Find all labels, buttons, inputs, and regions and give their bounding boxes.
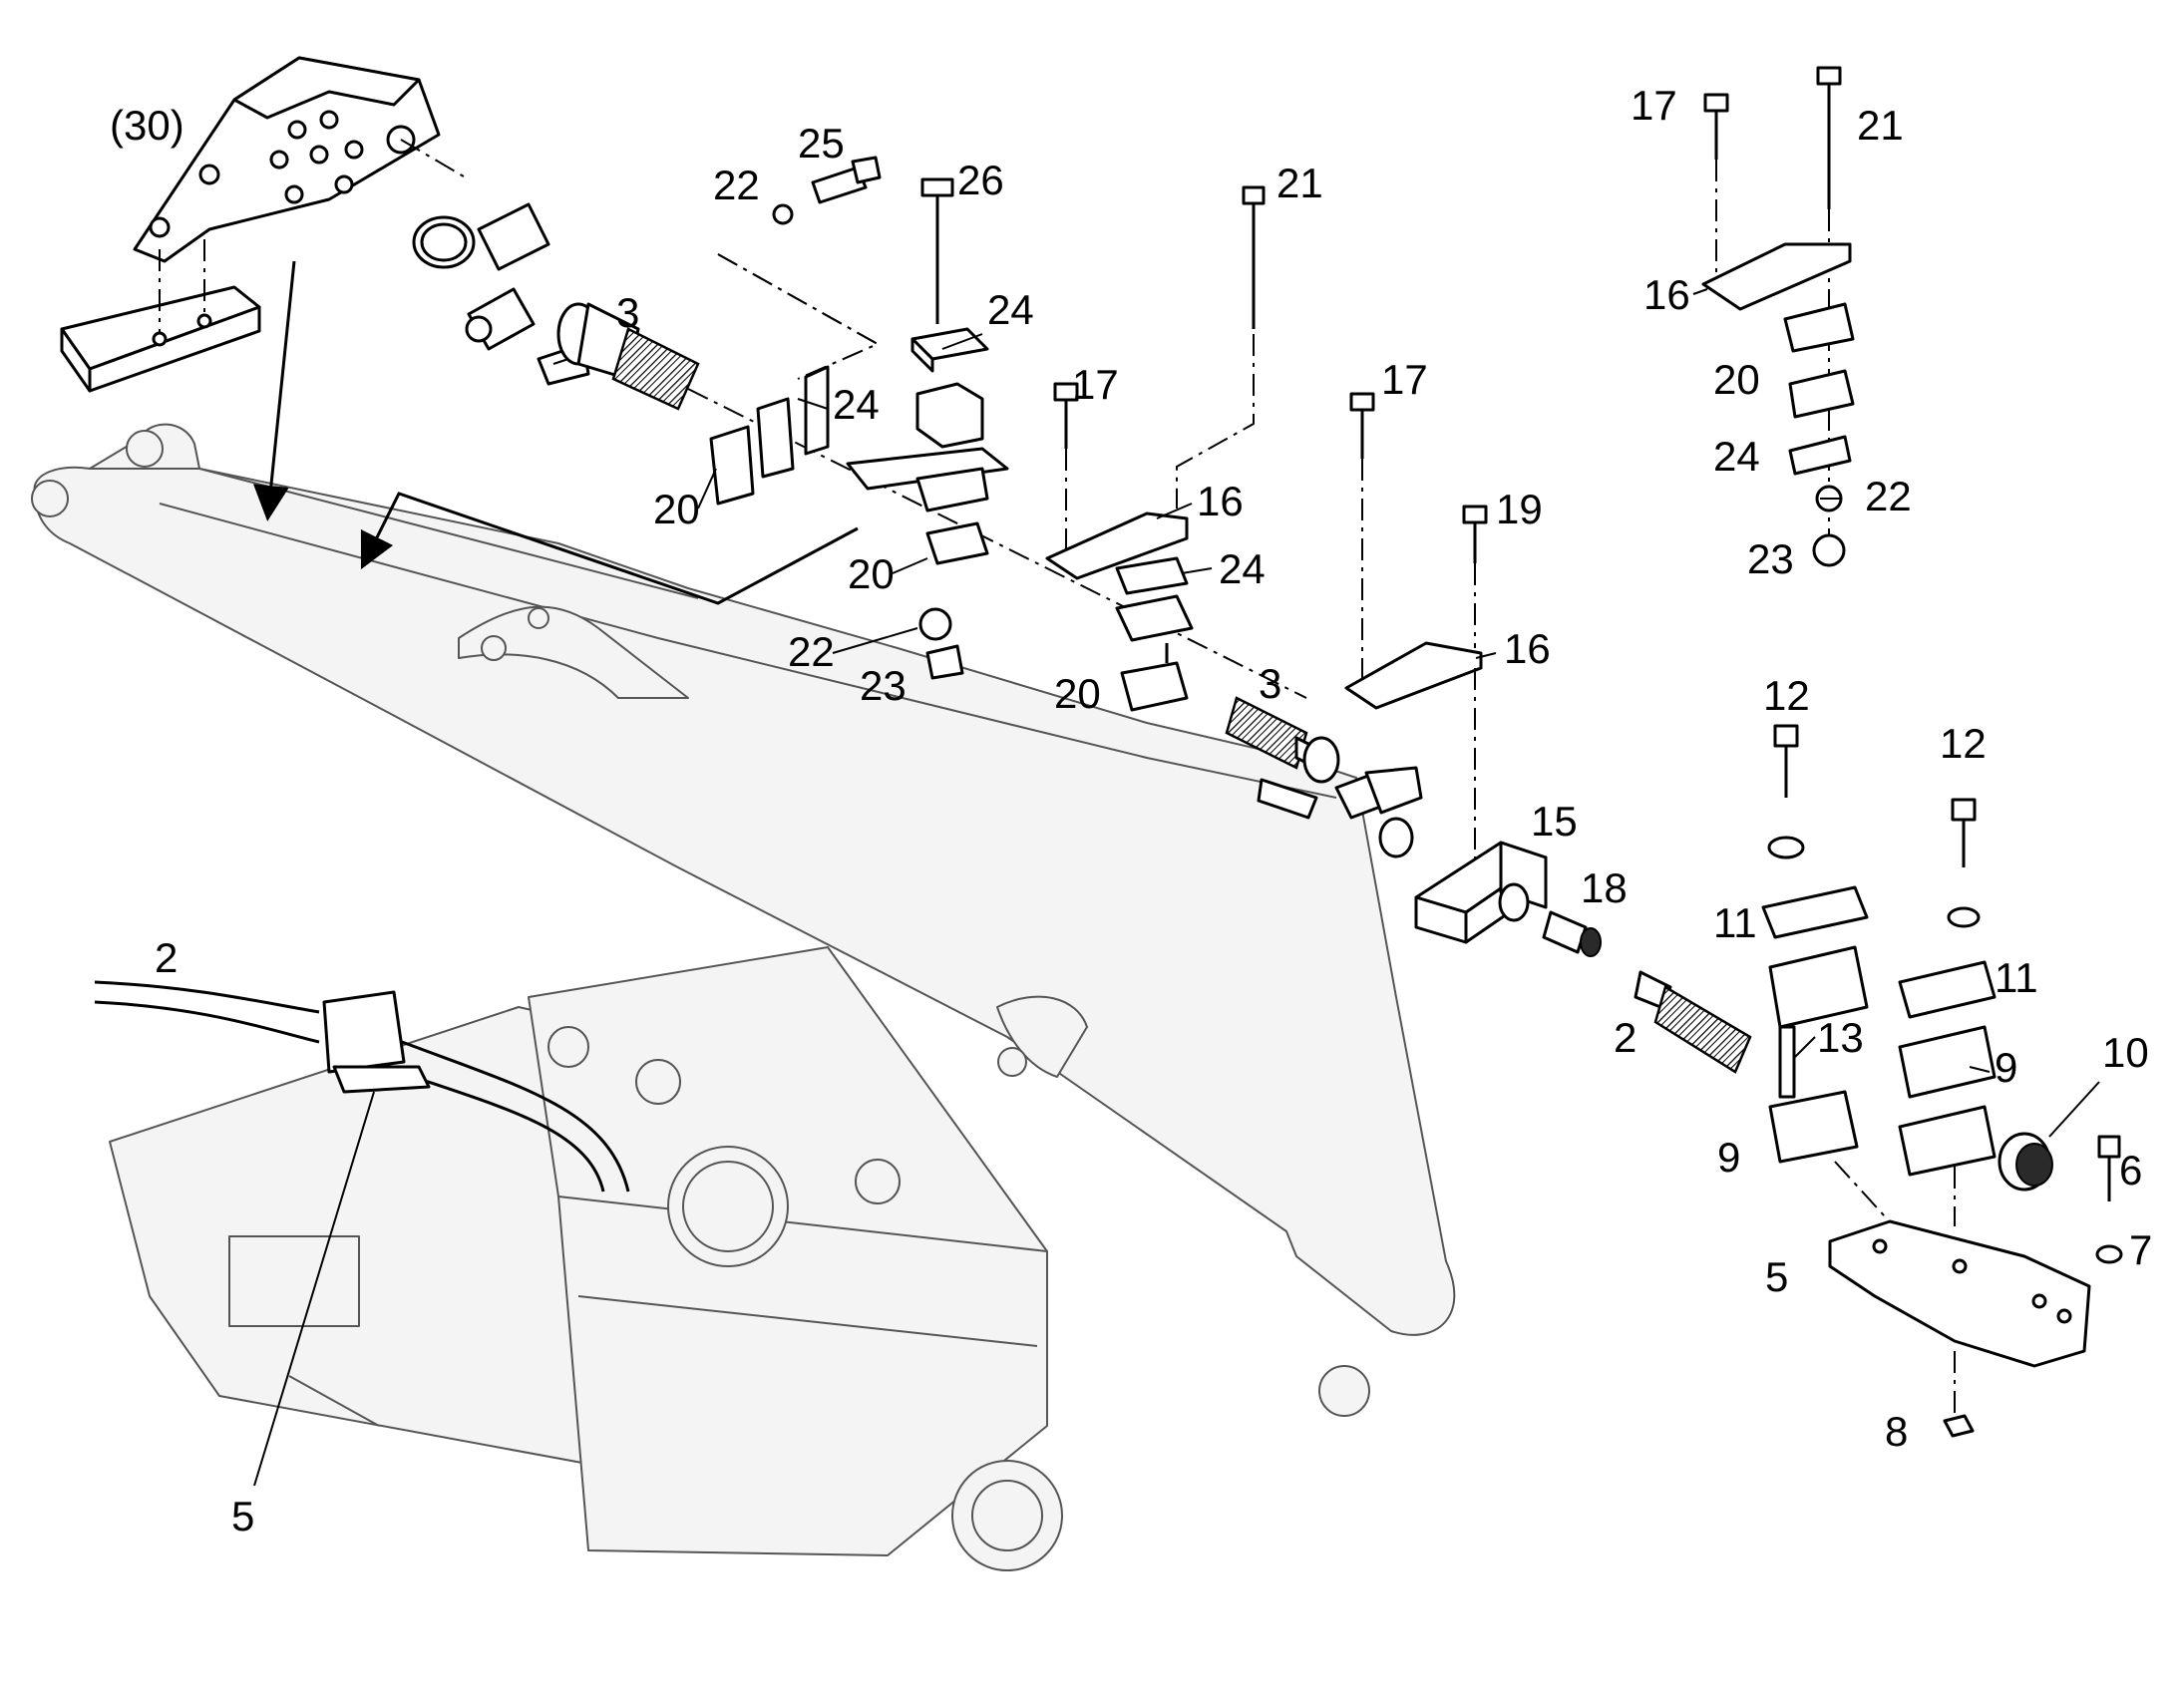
label-12-a: 12	[1763, 672, 1810, 719]
label-24-c: 24	[1219, 545, 1266, 592]
label-3-a: 3	[616, 289, 639, 336]
clamp-assembly-c	[1344, 392, 1488, 867]
label-25: 25	[798, 120, 845, 167]
label-20-b: 20	[848, 550, 895, 597]
valve-block-assembly	[60, 56, 470, 393]
pipe-fitting-lower	[1225, 696, 1423, 858]
label-26: 26	[957, 157, 1004, 203]
clamp-assembly-b	[918, 185, 1266, 712]
label-7: 7	[2129, 1226, 2152, 1273]
label-16-b: 16	[1504, 625, 1551, 672]
label-21-b: 21	[1857, 102, 1904, 149]
clamp-assembly-d	[1701, 66, 1855, 567]
hose-2-to-tank	[94, 980, 630, 1487]
label-23-a: 23	[860, 662, 907, 709]
label-24-b: 24	[833, 381, 880, 428]
label-11-a: 11	[1713, 899, 1757, 946]
label-13: 13	[1817, 1014, 1864, 1061]
label-10: 10	[2102, 1029, 2149, 1076]
label-21-a: 21	[1276, 160, 1323, 206]
pipe-fitting-upper	[412, 202, 1307, 699]
clamp-assembly-a	[709, 177, 1009, 565]
label-9-b: 9	[1717, 1134, 1740, 1181]
label-9-a: 9	[1995, 1044, 2017, 1091]
label-ref-30: (30)	[110, 102, 184, 149]
label-2-b: 2	[155, 934, 178, 981]
label-17-a: 17	[1072, 361, 1119, 408]
label-16-a: 16	[1197, 478, 1244, 524]
label-2-a: 2	[1614, 1014, 1636, 1061]
label-19: 19	[1496, 486, 1543, 532]
label-17-c: 17	[1631, 82, 1677, 129]
label-18: 18	[1581, 864, 1628, 911]
label-5-a: 5	[1765, 1253, 1788, 1300]
label-11-b: 11	[1995, 954, 2038, 1001]
callout-labels: (30) 22 25 26 3 24 24 20 20 22 23 21 17 …	[110, 82, 2152, 1539]
label-8: 8	[1885, 1408, 1908, 1455]
label-17-b: 17	[1381, 356, 1428, 403]
boom-frame	[31, 260, 1456, 1417]
label-6: 6	[2119, 1147, 2142, 1194]
label-20-d: 20	[1713, 356, 1760, 403]
label-23-b: 23	[1747, 535, 1794, 582]
label-24-a: 24	[987, 286, 1034, 333]
label-20-c: 20	[1054, 670, 1101, 717]
hydraulic-tank-assembly	[109, 946, 1063, 1571]
label-20-a: 20	[653, 486, 700, 532]
label-3-b: 3	[1259, 660, 1281, 707]
clamp-assembly-e	[1761, 724, 2123, 1438]
leader-lines	[697, 288, 2100, 1138]
label-5-b: 5	[231, 1493, 254, 1539]
label-12-b: 12	[1940, 720, 1987, 767]
label-15: 15	[1531, 798, 1578, 845]
label-22-c: 22	[1865, 473, 1912, 519]
label-22-b: 22	[788, 628, 835, 675]
connector-block-15	[1414, 841, 1752, 1074]
label-16-c: 16	[1643, 271, 1690, 318]
label-22-a: 22	[713, 162, 760, 208]
label-24-d: 24	[1713, 433, 1760, 480]
